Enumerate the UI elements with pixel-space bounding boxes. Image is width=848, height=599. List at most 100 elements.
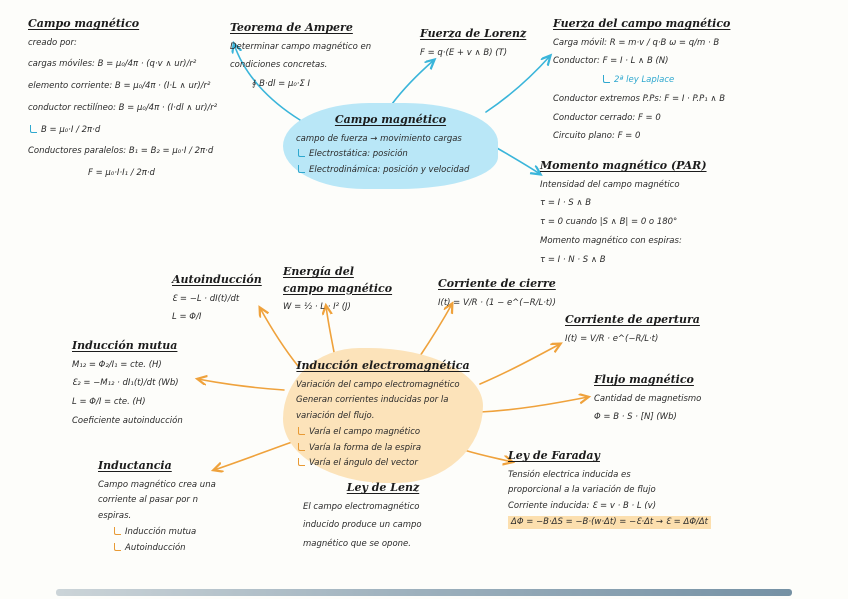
- formula-line: Ɛ = −L · dI(t)/dt: [172, 293, 240, 304]
- node-campo-magnetico-formulas: Campo magnético creado por: cargas móvil…: [28, 16, 258, 189]
- text-line: Coeficiente autoinducción: [72, 415, 183, 426]
- node-fuerza-campo-magnetico: Fuerza del campo magnético Carga móvil: …: [553, 16, 838, 149]
- node-title: Ley de Lenz: [346, 481, 420, 494]
- node-title: Fuerza de Lorenz: [420, 27, 527, 40]
- formula-line: Corriente inducida: Ɛ = v · B · L (v): [508, 501, 657, 511]
- text-line: Determinar campo magnético en: [230, 41, 372, 52]
- elbow-connector-icon: [298, 149, 305, 158]
- text: Electrostática: posición: [309, 149, 408, 160]
- node-ley-faraday: Ley de Faraday Tensión electrica inducid…: [508, 448, 778, 532]
- text-line: Electrostática: posición: [296, 148, 485, 161]
- node-campo-magnetico-center: Campo magnético campo de fuerza → movimi…: [283, 103, 498, 189]
- node-title: Inducción mutua: [72, 339, 178, 352]
- formula-line: F = μ₀·I·I₁ / 2π·d: [88, 168, 155, 178]
- node-title: Inductancia: [98, 459, 172, 472]
- text: Electrodinámica: posición y velocidad: [309, 165, 470, 175]
- text-line: Cantidad de magnetismo: [594, 393, 702, 404]
- text-line: El campo electromagnético: [303, 501, 420, 512]
- arrow-campo-to-momento: [496, 147, 540, 174]
- node-energia-campo: Energía del campo magnético W = ½ · L · …: [283, 264, 393, 320]
- bullet-text: Inducción mutua: [125, 526, 197, 537]
- bullet-text: Varía la forma de la espira: [309, 442, 422, 453]
- text-line: Intensidad del campo magnético: [540, 179, 680, 190]
- arrow-induccion-to-apertura: [479, 344, 560, 385]
- elbow-connector-icon: [114, 542, 121, 551]
- laplace-note: 2ª ley Laplace: [601, 74, 838, 87]
- formula-line: Ɛ₂ = −M₁₂ · dI₁(t)/dt (Wb): [72, 378, 179, 389]
- formula-line: τ = 0 cuando |S ∧ B| = 0 o 180°: [540, 217, 678, 227]
- formula-line: B = μ₀·I / 2π·d: [28, 124, 258, 137]
- bullet-line: Autoinducción: [112, 542, 248, 555]
- text-line: Campo magnético crea una: [98, 479, 216, 490]
- text-line: proporcional a la variación de flujo: [508, 485, 656, 496]
- node-title: Flujo magnético: [594, 373, 694, 386]
- text-line: Momento magnético con espiras:: [540, 235, 682, 246]
- text-line: inducido produce un campo: [303, 520, 422, 531]
- text-line: variación del flujo.: [296, 411, 375, 421]
- arrow-induccion-to-flujo: [479, 397, 588, 413]
- note-text: 2ª ley Laplace: [614, 75, 675, 85]
- node-title: Momento magnético (PAR): [540, 159, 707, 172]
- highlighted-formula: ΔΦ = −B·ΔS = −B·(w·Δt) = −Ɛ·Δt → Ɛ = ΔΦ/…: [508, 515, 778, 529]
- text-line: condiciones concretas.: [230, 60, 328, 71]
- node-title: Inducción electromagnética: [296, 359, 470, 372]
- formula-line: Carga móvil: R = m·v / q·B ω = q/m · B: [553, 37, 720, 48]
- bullet-line: Varía la forma de la espira: [296, 442, 470, 455]
- node-title: Energía del campo magnético: [283, 265, 393, 295]
- node-title: Ley de Faraday: [508, 449, 600, 462]
- formula-line: L = Φ/I = cte. (H): [72, 397, 146, 407]
- formula-line: I(t) = V/R · (1 − e^(−R/L·t)): [438, 297, 556, 308]
- formula-line: Φ = B · S · [N] (Wb): [594, 412, 677, 423]
- node-flujo-magnetico: Flujo magnético Cantidad de magnetismo Φ…: [594, 372, 734, 430]
- node-autoinduccion: Autoinducción Ɛ = −L · dI(t)/dt L = Φ/I: [172, 272, 287, 330]
- elbow-connector-icon: [603, 75, 610, 83]
- formula-line: Conductor extremos P.Ps: F = I · P.P₁ ∧ …: [553, 93, 726, 104]
- bullet-line: Inducción mutua: [112, 526, 248, 539]
- formula-line: Conductores paralelos: B₁ = B₂ = μ₀·I / …: [28, 146, 214, 157]
- node-title: Campo magnético: [28, 17, 140, 30]
- node-momento-magnetico: Momento magnético (PAR) Intensidad del c…: [540, 158, 795, 272]
- bullet-text: Autoinducción: [125, 542, 186, 553]
- node-corriente-cierre: Corriente de cierre I(t) = V/R · (1 − e^…: [438, 276, 568, 315]
- node-induccion-mutua: Inducción mutua M₁₂ = Φ₂/I₁ = cte. (H) Ɛ…: [72, 338, 222, 434]
- elbow-connector-icon: [298, 442, 305, 451]
- formula-line: M₁₂ = Φ₂/I₁ = cte. (H): [72, 359, 162, 370]
- text-line: Variación del campo electromagnético: [296, 379, 460, 390]
- node-corriente-apertura: Corriente de apertura I(t) = V/R · e^(−R…: [565, 312, 705, 351]
- formula-highlight: ΔΦ = −B·ΔS = −B·(w·Δt) = −Ɛ·Δt → Ɛ = ΔΦ/…: [508, 515, 712, 529]
- page-bottom-edge: [56, 589, 792, 596]
- formula-line: τ = I · S ∧ B: [540, 198, 592, 209]
- text-line: Electrodinámica: posición y velocidad: [296, 164, 485, 177]
- formula-text: B = μ₀·I / 2π·d: [41, 124, 101, 135]
- elbow-connector-icon: [298, 458, 305, 467]
- formula-line: τ = I · N · S ∧ B: [540, 254, 606, 265]
- formula-line: L = Φ/I: [172, 312, 202, 323]
- node-inductancia: Inductancia Campo magnético crea una cor…: [98, 458, 248, 557]
- node-title: Fuerza del campo magnético: [553, 17, 731, 30]
- text-line: creado por:: [28, 37, 77, 48]
- node-ley-lenz: Ley de Lenz El campo electromagnético in…: [303, 480, 463, 557]
- elbow-connector-icon: [298, 165, 305, 173]
- formula-line: Conductor cerrado: F = 0: [553, 112, 661, 123]
- text-line: espiras.: [98, 511, 132, 521]
- elbow-connector-icon: [298, 426, 305, 435]
- formula-line: conductor rectilíneo: B = μ₀/4π · (I·dl …: [28, 102, 218, 113]
- formula-line: elemento corriente: B = μ₀/4π · (I·L ∧ u…: [28, 81, 211, 91]
- node-induccion-electromagnetica-center: Inducción electromagnética Variación del…: [283, 348, 483, 483]
- formula-line: Conductor: F = I · L ∧ B (N): [553, 56, 669, 67]
- node-teorema-ampere: Teorema de Ampere Determinar campo magné…: [230, 20, 400, 97]
- bullet-line: Varía el ángulo del vector: [296, 457, 470, 470]
- formula-line: W = ½ · L · I² (J): [283, 302, 351, 312]
- text-line: magnético que se opone.: [303, 539, 411, 549]
- arrow-induccion-to-faraday: [463, 449, 512, 462]
- node-title: Campo magnético: [334, 113, 447, 126]
- text-line: campo de fuerza → movimiento cargas: [296, 133, 462, 144]
- node-fuerza-lorenz: Fuerza de Lorenz F = q·(E + v ∧ B) (T): [420, 26, 540, 65]
- node-title: Autoinducción: [172, 273, 262, 286]
- formula-line: cargas móviles: B = μ₀/4π · (q·v ∧ ur)/r…: [28, 59, 197, 70]
- node-title: Corriente de cierre: [438, 277, 556, 290]
- node-title: Teorema de Ampere: [230, 21, 353, 34]
- text-line: corriente al pasar por n: [98, 495, 198, 506]
- formula-line: I(t) = V/R · e^(−R/L·t): [565, 333, 659, 344]
